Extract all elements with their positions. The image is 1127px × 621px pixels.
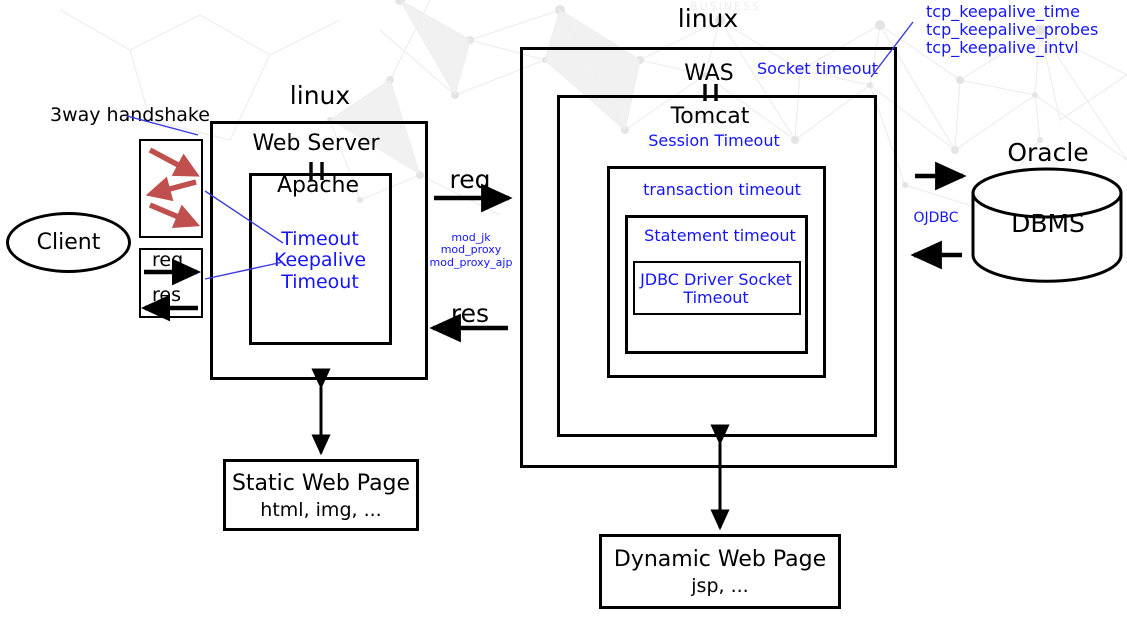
dynamic-web-page-subtitle: jsp, ... (691, 575, 749, 597)
socket-timeout-label: Socket timeout (757, 59, 878, 78)
was-outer-box (520, 47, 897, 468)
left-os-title: linux (289, 81, 351, 110)
handshake-arrows-box (139, 139, 203, 238)
apache-product-label: Apache (276, 173, 360, 198)
right-os-title: linux (677, 4, 739, 33)
web-server-heading: Web Server (252, 131, 380, 156)
jdbc-socket-timeout-box (633, 261, 801, 315)
dynamic-web-page-box (599, 534, 841, 609)
proxy-modules-label: mod_jk mod_proxy mod_proxy_ajp (429, 231, 513, 269)
statement-timeout-label: Statement timeout (644, 226, 796, 245)
proxy-req-label: req (449, 165, 491, 194)
dbms-label: DBMS (1011, 209, 1085, 238)
client-res-label: res (152, 284, 181, 306)
oracle-vendor-label: Oracle (1007, 138, 1089, 167)
tcp-keepalive-labels: tcp_keepalive_time tcp_keepalive_probes … (926, 2, 1099, 57)
session-timeout-label: Session Timeout (648, 131, 780, 150)
dynamic-web-page-title: Dynamic Web Page (613, 547, 827, 572)
proxy-res-label: res (450, 299, 490, 328)
transaction-timeout-label: transaction timeout (643, 180, 801, 199)
static-web-page-subtitle: html, img, ... (260, 499, 382, 521)
client-node: Client (6, 212, 131, 273)
static-web-page-title: Static Web Page (231, 471, 411, 496)
static-web-page-box (223, 459, 419, 531)
client-reqres-box (139, 248, 203, 318)
client-req-label: req (152, 249, 184, 271)
tomcat-product-label: Tomcat (670, 104, 750, 129)
apache-timeout-labels: Timeout Keepalive Timeout (273, 228, 367, 293)
transaction-timeout-box (607, 166, 826, 378)
was-heading: WAS (684, 61, 734, 86)
ojdbc-label: OJDBC (913, 210, 959, 226)
statement-timeout-box (625, 215, 808, 354)
handshake-label: 3way handshake (50, 104, 210, 126)
jdbc-socket-timeout-label: JDBC Driver Socket Timeout (640, 270, 792, 307)
client-label: Client (36, 230, 101, 255)
